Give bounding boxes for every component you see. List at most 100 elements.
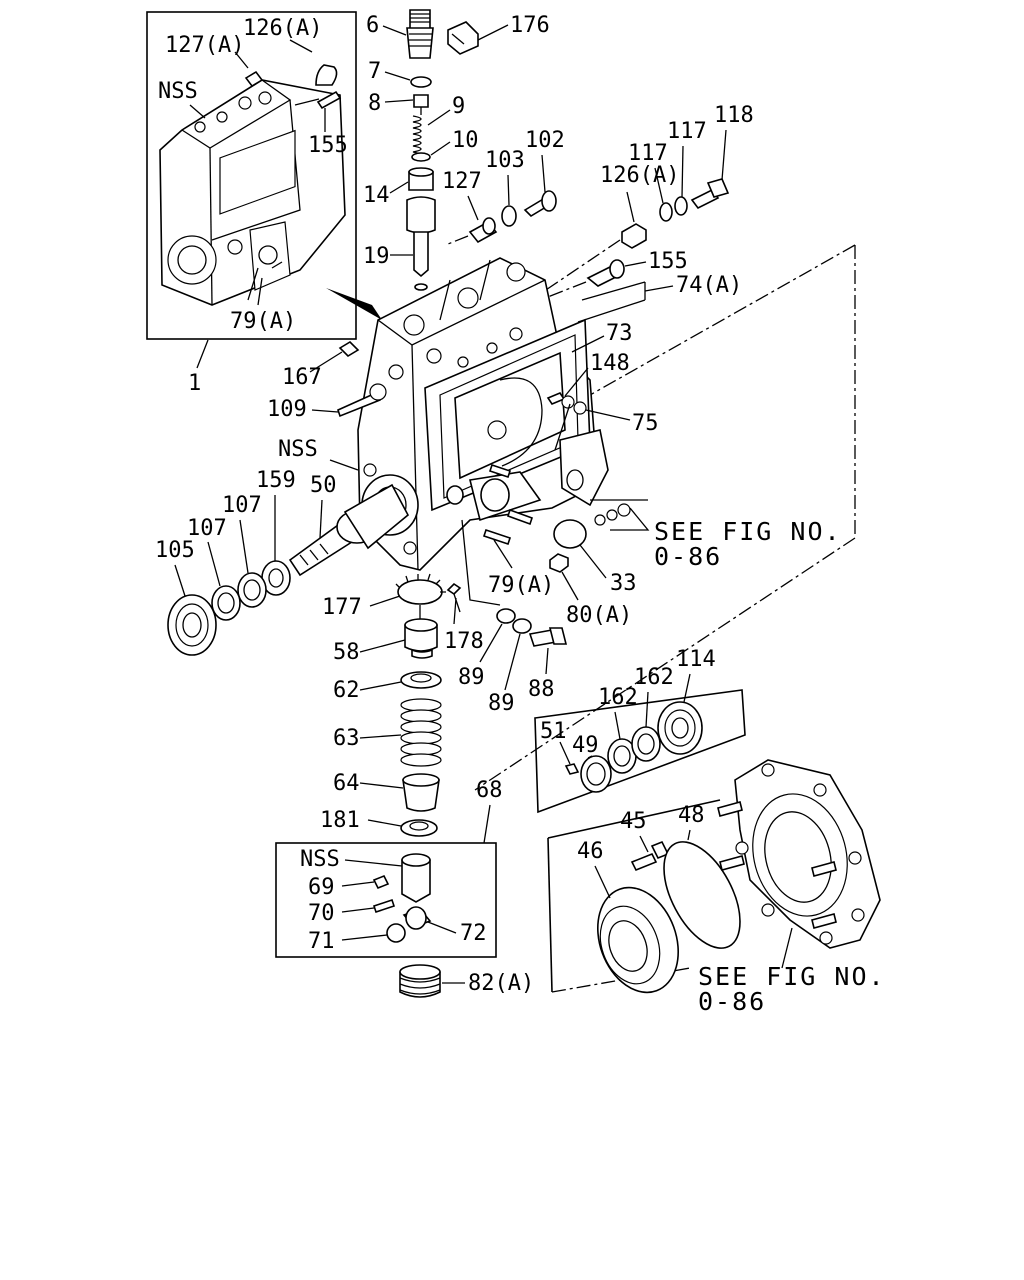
plug-82a bbox=[399, 964, 441, 998]
label-82a: 82(A) bbox=[468, 971, 534, 996]
label-109: 109 bbox=[267, 397, 307, 422]
label-89a: 89 bbox=[458, 665, 485, 690]
label-inset-79a: 79(A) bbox=[230, 309, 296, 334]
label-63: 63 bbox=[333, 726, 360, 751]
label-74a: 74(A) bbox=[676, 273, 742, 298]
roller-assembly-box-68 bbox=[275, 842, 497, 958]
label-58: 58 bbox=[333, 640, 360, 665]
delivery-valve-stack bbox=[406, 9, 436, 291]
ref-fasteners-upper bbox=[594, 503, 650, 531]
label-46: 46 bbox=[577, 839, 604, 864]
see-fig-ref-lower-line1: SEE FIG NO. bbox=[698, 962, 886, 991]
label-118: 118 bbox=[714, 103, 754, 128]
label-inset-126a: 126(A) bbox=[243, 16, 322, 41]
inset-housing-box bbox=[146, 11, 357, 340]
label-73: 73 bbox=[606, 321, 633, 346]
washer-89b bbox=[512, 618, 532, 634]
pump-housing bbox=[357, 257, 648, 606]
label-50: 50 bbox=[310, 473, 337, 498]
label-71: 71 bbox=[308, 929, 335, 954]
washer-107a bbox=[211, 585, 241, 621]
label-127: 127 bbox=[442, 169, 482, 194]
flange-housing bbox=[717, 759, 881, 969]
label-48: 48 bbox=[678, 803, 705, 828]
label-19: 19 bbox=[363, 244, 390, 269]
seat-62 bbox=[400, 671, 442, 689]
label-105: 105 bbox=[155, 538, 195, 563]
label-79a: 79(A) bbox=[488, 573, 554, 598]
label-6: 6 bbox=[366, 13, 379, 38]
cover-46 bbox=[596, 886, 680, 994]
label-80a: 80(A) bbox=[566, 603, 632, 628]
label-68: 68 bbox=[476, 778, 503, 803]
label-155: 155 bbox=[648, 249, 688, 274]
washer-117a bbox=[659, 202, 673, 222]
bearing-box bbox=[534, 689, 746, 814]
oring-33 bbox=[553, 519, 587, 549]
shim-181 bbox=[400, 819, 438, 837]
label-103: 103 bbox=[485, 148, 525, 173]
label-178: 178 bbox=[444, 629, 484, 654]
label-177: 177 bbox=[322, 595, 362, 620]
bolt-88 bbox=[528, 627, 568, 647]
label-162a: 162 bbox=[598, 685, 638, 710]
washer-107b bbox=[237, 572, 267, 608]
bolt-118 bbox=[690, 178, 730, 210]
label-72: 72 bbox=[460, 921, 487, 946]
bearing-105 bbox=[167, 594, 217, 656]
label-107b: 107 bbox=[222, 493, 262, 518]
gear-177 bbox=[395, 573, 446, 605]
label-62: 62 bbox=[333, 678, 360, 703]
pin-109 bbox=[337, 383, 387, 418]
label-64: 64 bbox=[333, 771, 360, 796]
label-88: 88 bbox=[528, 677, 555, 702]
washer-75 bbox=[573, 401, 587, 415]
label-inset-nss: NSS bbox=[158, 79, 198, 104]
see-fig-ref-upper-line1: SEE FIG NO. bbox=[654, 517, 842, 546]
washer-117b bbox=[674, 196, 688, 216]
clamp-176 bbox=[447, 21, 479, 55]
label-126a: 126(A) bbox=[600, 163, 679, 188]
label-89b: 89 bbox=[488, 691, 515, 716]
label-nss-box: NSS bbox=[300, 847, 340, 872]
label-9: 9 bbox=[452, 94, 465, 119]
label-117a: 117 bbox=[628, 141, 668, 166]
label-114: 114 bbox=[676, 647, 716, 672]
drive-shaft-50 bbox=[288, 483, 410, 577]
label-14: 14 bbox=[363, 183, 390, 208]
label-176: 176 bbox=[510, 13, 550, 38]
see-fig-ref-lower-line2: 0-86 bbox=[698, 987, 766, 1016]
washer-89a bbox=[496, 608, 516, 624]
label-75: 75 bbox=[632, 411, 659, 436]
label-10: 10 bbox=[452, 128, 479, 153]
screw-178 bbox=[446, 582, 462, 613]
nut-126a bbox=[621, 223, 647, 249]
bolt-102 bbox=[523, 190, 557, 218]
label-69: 69 bbox=[308, 875, 335, 900]
tappet-58 bbox=[404, 618, 438, 659]
label-7: 7 bbox=[368, 59, 381, 84]
label-33: 33 bbox=[610, 571, 637, 596]
oring-48 bbox=[663, 841, 741, 949]
label-159: 159 bbox=[256, 468, 296, 493]
stud-79a-upper bbox=[506, 508, 534, 526]
shim-162b bbox=[631, 726, 661, 762]
spring-63 bbox=[400, 698, 442, 767]
label-102: 102 bbox=[525, 128, 565, 153]
label-1: 1 bbox=[188, 371, 201, 396]
label-181: 181 bbox=[320, 808, 360, 833]
label-8: 8 bbox=[368, 91, 381, 116]
seat-64 bbox=[402, 773, 440, 812]
see-fig-ref-upper-line2: 0-86 bbox=[654, 542, 722, 571]
label-162b: 162 bbox=[634, 665, 674, 690]
stud-79a-lower bbox=[482, 528, 512, 546]
detail-pointer-arrow bbox=[326, 288, 382, 320]
washer-103 bbox=[501, 205, 517, 227]
label-45: 45 bbox=[620, 809, 647, 834]
fitting-155 bbox=[586, 259, 625, 287]
fitting-167 bbox=[338, 340, 360, 358]
label-nss-housing: NSS bbox=[278, 437, 318, 462]
seal-49 bbox=[580, 755, 612, 793]
nut-80a bbox=[549, 553, 569, 573]
